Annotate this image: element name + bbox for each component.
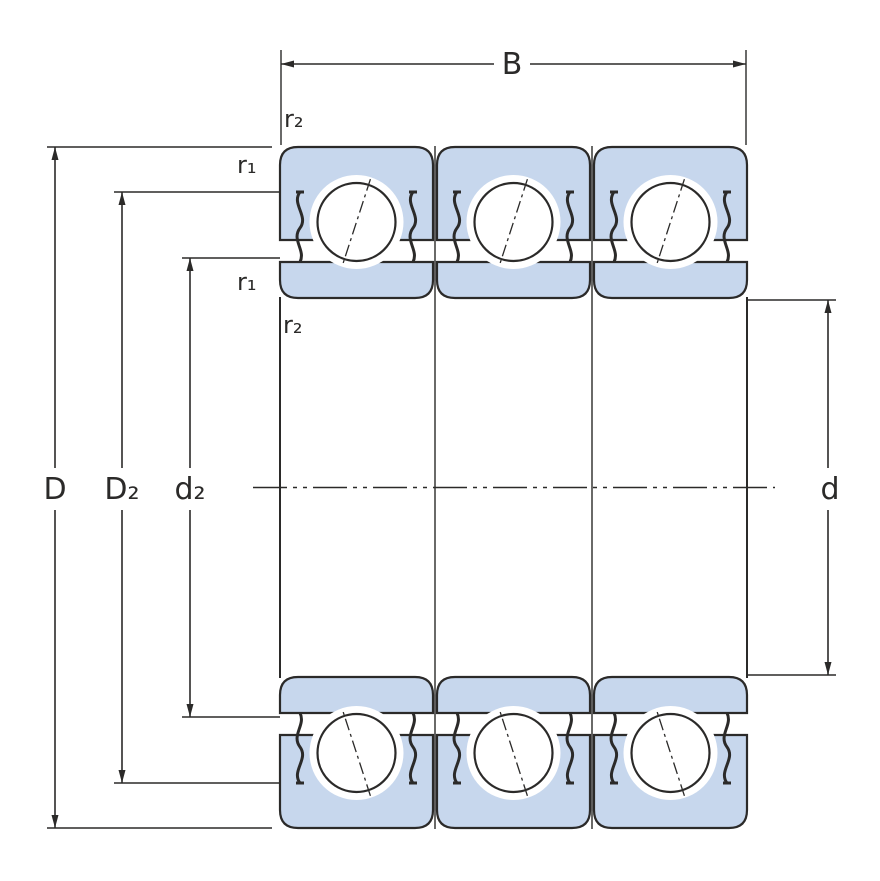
dimension-d: d [747,299,840,676]
fillet-radius-labels: r₂ r₁ r₁ r₂ [237,105,304,339]
arrowhead [733,60,746,68]
label-D: D [43,472,66,507]
bearing-top-row [278,145,749,300]
arrowhead [186,704,194,717]
bearing-unit [278,145,435,300]
label-d: d [820,472,839,507]
bearing-unit [435,145,592,300]
dimension-D2: D₂ [104,191,280,784]
bearing-unit [592,145,749,300]
dimension-d2: d₂ [174,257,280,718]
label-B: B [502,47,523,82]
arrowhead [824,662,832,675]
bearing-unit [435,675,592,830]
arrowhead [186,258,194,271]
arrowhead [51,147,59,160]
arrowhead [824,300,832,313]
dimension-B: B [280,47,747,145]
arrowhead [118,192,126,205]
bearing-bottom-row [278,675,749,830]
arrowhead [281,60,294,68]
bearing-unit [592,675,749,830]
label-r2-top: r₂ [284,105,304,133]
label-d2: d₂ [174,472,205,507]
arrowhead [51,815,59,828]
label-r2-bottom: r₂ [283,311,303,339]
arrowhead [118,770,126,783]
label-r1-bottom: r₁ [237,268,257,296]
label-D2: D₂ [104,472,139,507]
dimension-D: D [43,146,272,829]
bearing-unit [278,675,435,830]
label-r1-top: r₁ [237,151,257,179]
